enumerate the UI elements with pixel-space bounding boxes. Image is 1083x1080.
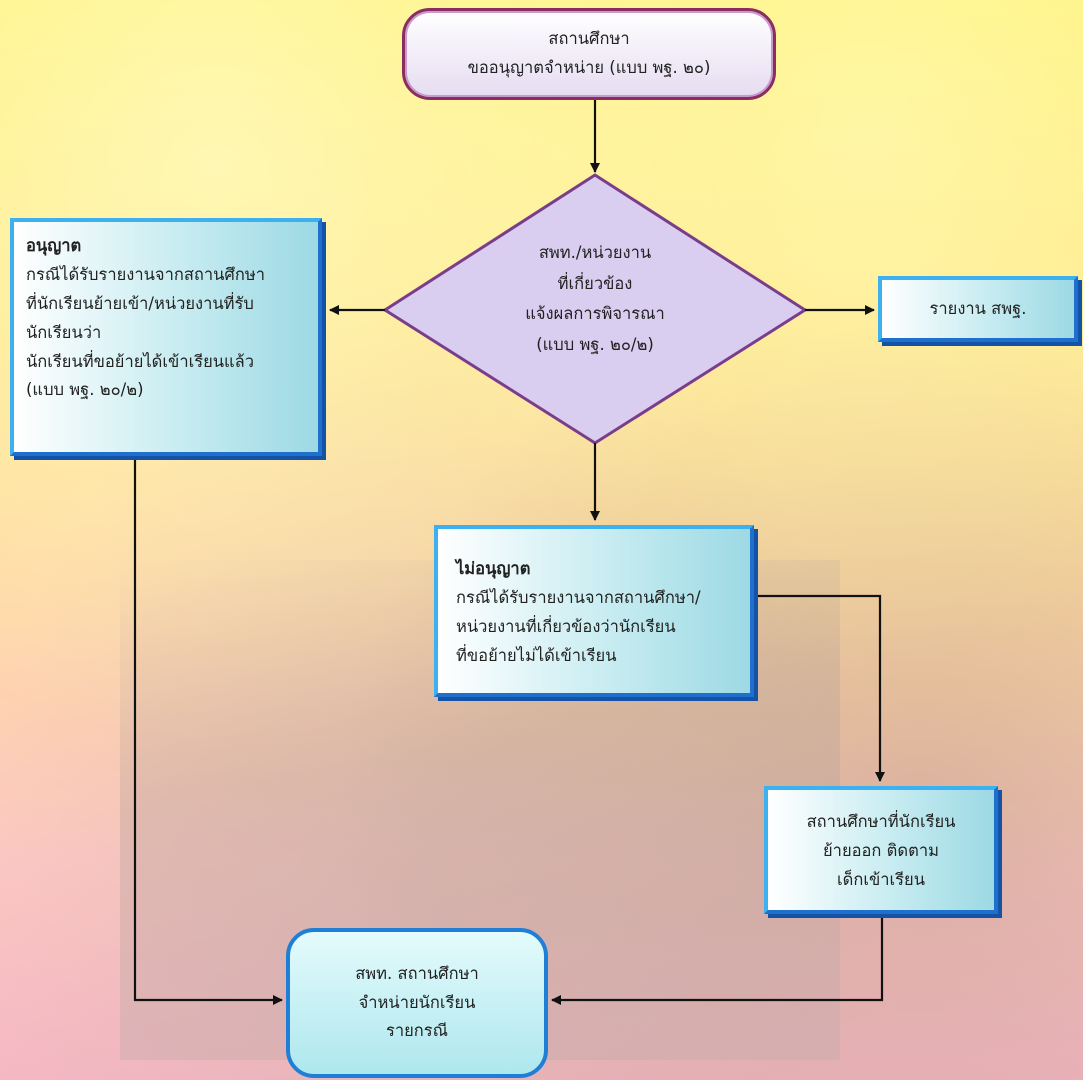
report-label: รายงาน สพฐ. — [929, 298, 1027, 318]
end-line-2: จำหน่ายนักเรียน — [358, 992, 476, 1012]
arrow-follow-to-end — [551, 914, 884, 1005]
end-line-3: รายกรณี — [386, 1021, 448, 1041]
start-node: สถานศึกษา ขออนุญาตจำหน่าย (แบบ พฐ. ๒๐) — [402, 8, 776, 100]
follow-line-1: สถานศึกษาที่นักเรียน — [806, 812, 956, 831]
decision-line-1: สพท./หน่วยงาน — [538, 243, 652, 262]
approved-line-4: นักเรียนที่ขอย้ายได้เข้าเรียนแล้ว — [26, 351, 255, 371]
decision-line-2: ที่เกี่ยวข้อง — [557, 273, 633, 293]
approved-title: อนุญาต — [26, 236, 82, 255]
end-line-1: สพท. สถานศึกษา — [355, 963, 479, 983]
decision-label: สพท./หน่วยงาน ที่เกี่ยวข้อง แจ้งผลการพิจ… — [440, 238, 750, 360]
follow-line-3: เด็กเข้าเรียน — [837, 869, 925, 889]
denied-line-3: ที่ขอย้ายไม่ได้เข้าเรียน — [456, 645, 617, 665]
denied-node: ไม่อนุญาต กรณีได้รับรายงานจากสถานศึกษา/ … — [434, 525, 754, 697]
start-line-2: ขออนุญาตจำหน่าย (แบบ พฐ. ๒๐) — [467, 58, 711, 77]
follow-up-node: สถานศึกษาที่นักเรียน ย้ายออก ติดตาม เด็ก… — [764, 786, 998, 914]
denied-line-1: กรณีได้รับรายงานจากสถานศึกษา/ — [456, 587, 701, 607]
decision-line-4: (แบบ พฐ. ๒๐/๒) — [536, 334, 654, 354]
decision-line-3: แจ้งผลการพิจารณา — [525, 304, 665, 324]
approved-line-3: นักเรียนว่า — [26, 322, 102, 342]
report-node: รายงาน สพฐ. — [878, 276, 1078, 342]
approved-line-5: (แบบ พฐ. ๒๐/๒) — [26, 380, 144, 400]
start-line-1: สถานศึกษา — [548, 29, 630, 49]
end-node: สพท. สถานศึกษา จำหน่ายนักเรียน รายกรณี — [286, 928, 548, 1078]
denied-title: ไม่อนุญาต — [456, 559, 531, 578]
arrow-denied-to-follow — [754, 594, 885, 782]
approved-node: อนุญาต กรณีได้รับรายงานจากสถานศึกษา ที่น… — [10, 218, 322, 456]
denied-line-2: หน่วยงานที่เกี่ยวข้องว่านักเรียน — [456, 616, 676, 636]
arrow-approved-to-end — [133, 456, 283, 1005]
approved-line-1: กรณีได้รับรายงานจากสถานศึกษา — [26, 264, 266, 284]
approved-line-2: ที่นักเรียนย้ายเข้า/หน่วยงานที่รับ — [26, 293, 254, 313]
follow-line-2: ย้ายออก ติดตาม — [823, 840, 939, 860]
